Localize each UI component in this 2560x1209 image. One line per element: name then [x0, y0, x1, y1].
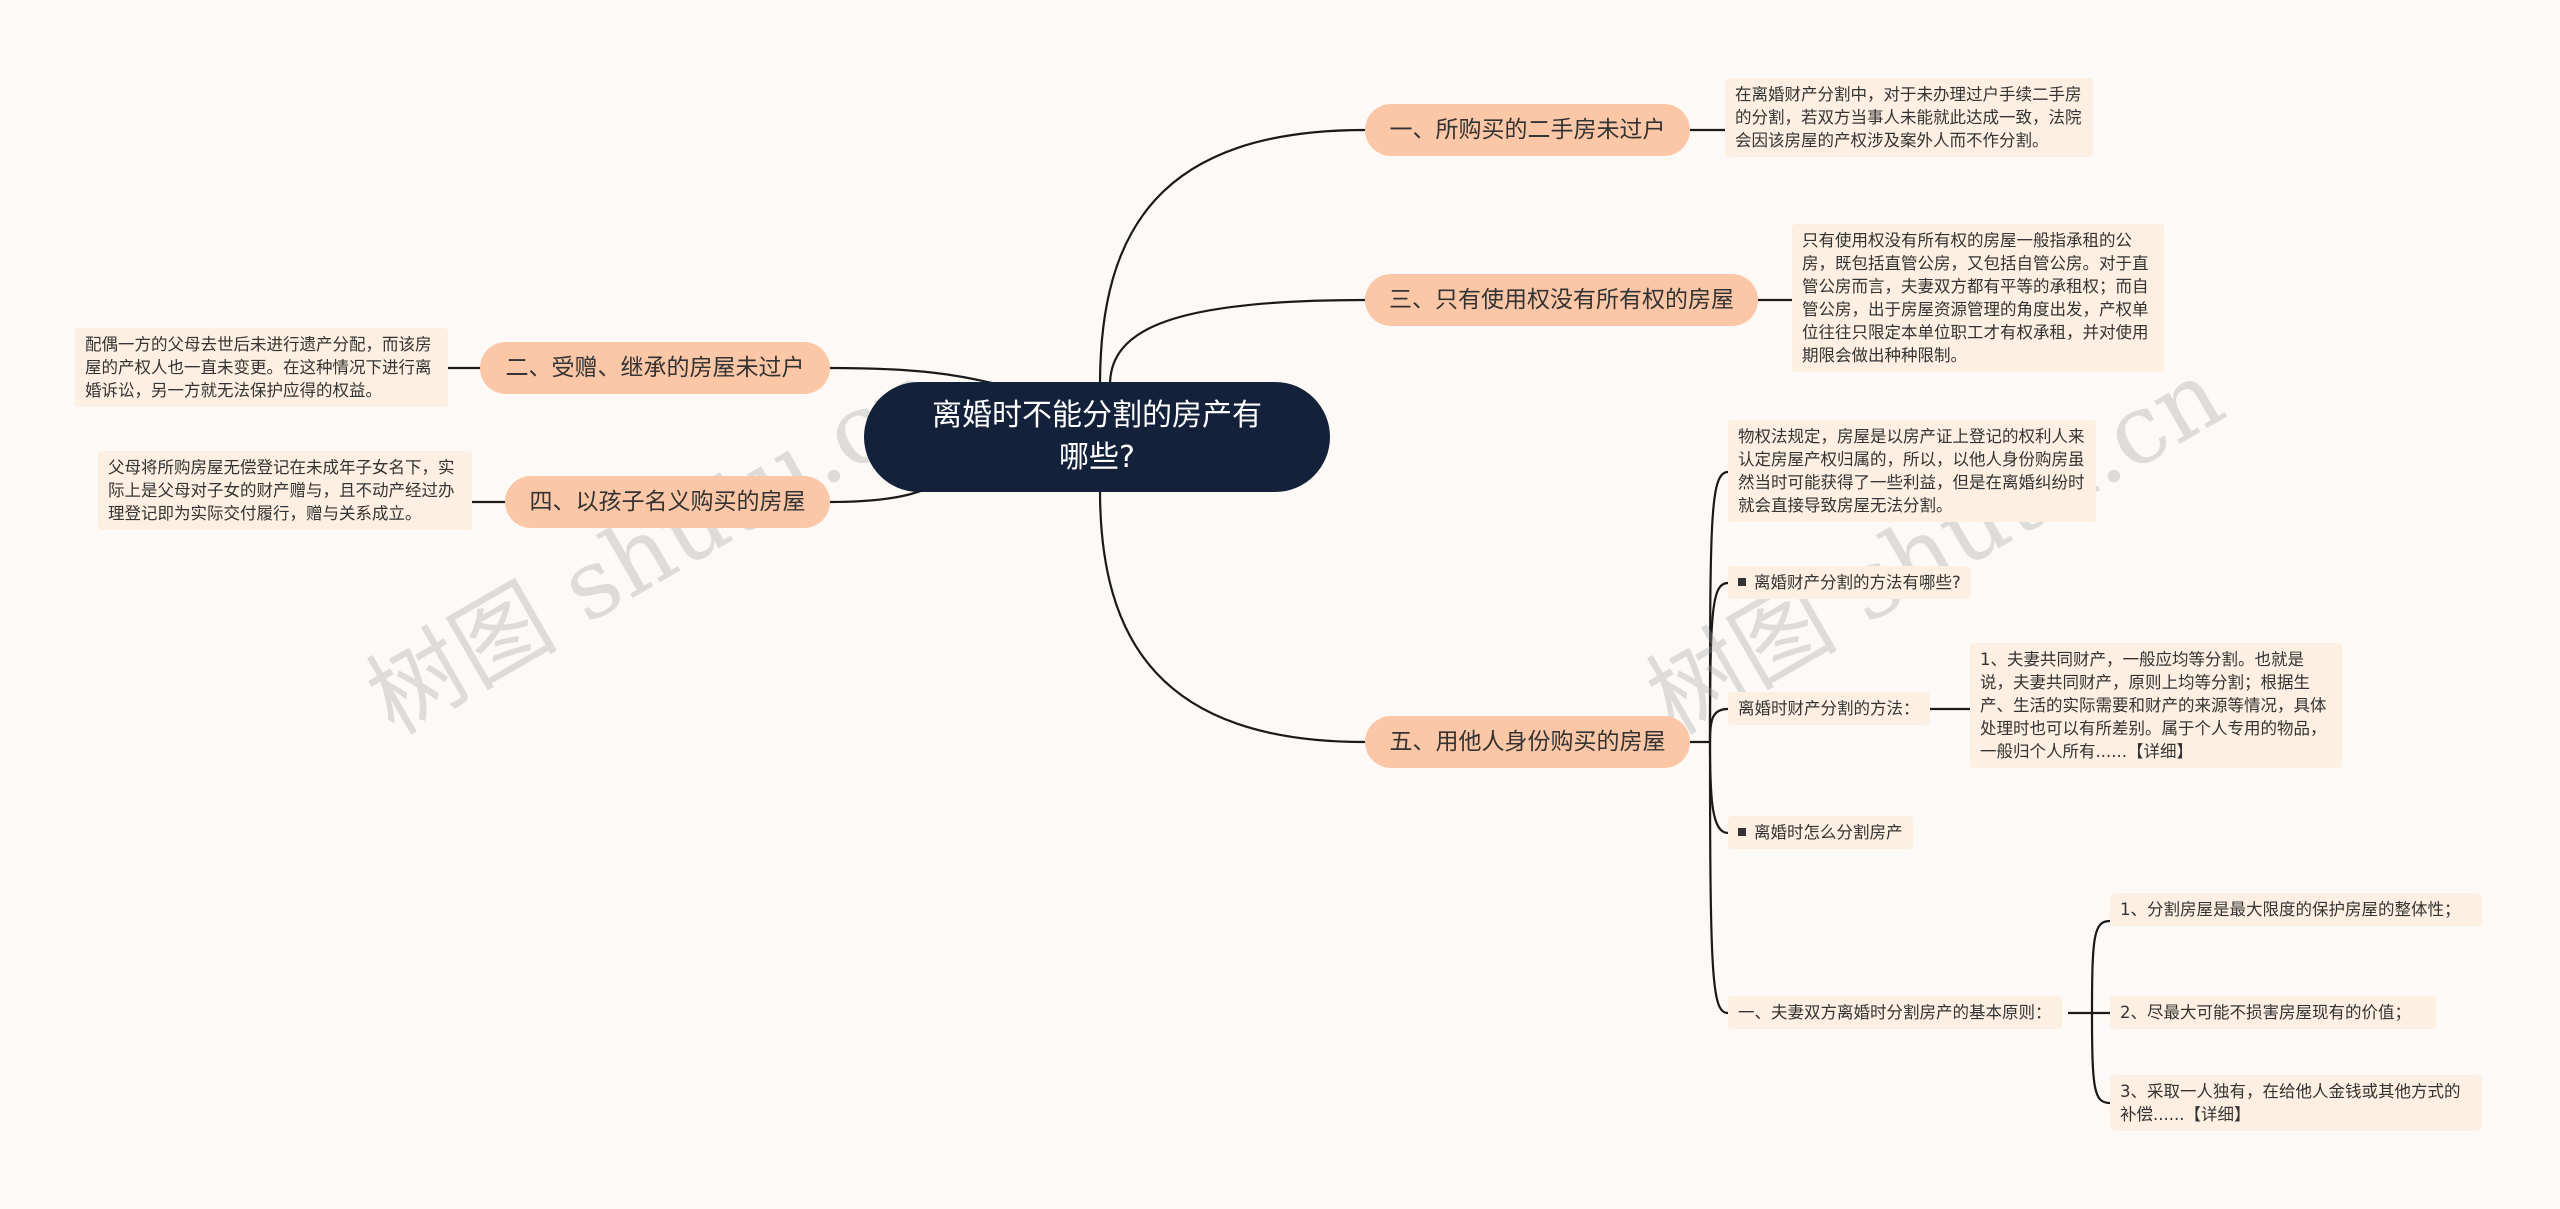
- principle-item-2: 2、尽最大可能不损害房屋现有的价值；: [2110, 996, 2436, 1029]
- branch-2-detail-text: 配偶一方的父母去世后未进行遗产分配，而该房屋的产权人也一直未变更。在这种情况下进…: [85, 335, 432, 400]
- root-title: 离婚时不能分割的房产有哪些?: [932, 398, 1262, 475]
- link-b5-s3: [1708, 707, 1729, 743]
- link-root-b3: [1108, 298, 1366, 386]
- branch-1-label: 一、所购买的二手房未过户: [1389, 117, 1666, 143]
- link-root-b5: [1098, 489, 1366, 744]
- method-label-text: 离婚时财产分割的方法：: [1738, 699, 1920, 718]
- branch-2-detail: 配偶一方的父母去世后未进行遗产分配，而该房屋的产权人也一直未变更。在这种情况下进…: [75, 328, 448, 407]
- branch-3-detail: 只有使用权没有所有权的房屋一般指承租的公房，既包括直管公房，又包括自管公房。对于…: [1792, 224, 2164, 372]
- method-detail-text: 1、夫妻共同财产，一般应均等分割。也就是说，夫妻共同财产，原则上均等分割；根据生…: [1980, 650, 2327, 761]
- link-principle-1: [2090, 919, 2111, 1014]
- principle-label-text: 一、夫妻双方离婚时分割房产的基本原则：: [1738, 1003, 2052, 1022]
- link-principle-3: [2090, 1012, 2111, 1105]
- branch-5-principle-label[interactable]: 一、夫妻双方离婚时分割房产的基本原则：: [1728, 996, 2062, 1029]
- branch-3-detail-text: 只有使用权没有所有权的房屋一般指承租的公房，既包括直管公房，又包括自管公房。对于…: [1802, 231, 2149, 365]
- branch-5[interactable]: 五、用他人身份购买的房屋: [1365, 716, 1690, 768]
- branch-5-label: 五、用他人身份购买的房屋: [1389, 729, 1666, 755]
- square-bullet-icon: [1738, 827, 1746, 836]
- link-root-b1: [1098, 128, 1366, 386]
- link-b5-s5: [1708, 741, 1729, 1015]
- branch-1-detail: 在离婚财产分割中，对于未办理过户手续二手房的分割，若双方当事人未能就此达成一致，…: [1725, 78, 2093, 157]
- branch-5-detail-text: 物权法规定，房屋是以房产证上登记的权利人来认定房屋产权归属的，所以，以他人身份购…: [1738, 427, 2085, 515]
- method-detail: 1、夫妻共同财产，一般应均等分割。也就是说，夫妻共同财产，原则上均等分割；根据生…: [1970, 643, 2342, 768]
- branch-4-label: 四、以孩子名义购买的房屋: [529, 489, 806, 515]
- link-b5-s4: [1708, 741, 1729, 835]
- question-2-text: 离婚时怎么分割房产: [1754, 823, 1903, 842]
- branch-4-detail: 父母将所购房屋无偿登记在未成年子女名下，实际上是父母对子女的财产赠与，且不动产经…: [98, 451, 472, 530]
- principle-3-text: 3、采取一人独有，在给他人金钱或其他方式的补偿......【详细】: [2120, 1082, 2461, 1124]
- branch-4-detail-text: 父母将所购房屋无偿登记在未成年子女名下，实际上是父母对子女的财产赠与，且不动产经…: [108, 458, 455, 523]
- branch-4[interactable]: 四、以孩子名义购买的房屋: [505, 476, 830, 528]
- principle-item-1: 1、分割房屋是最大限度的保护房屋的整体性；: [2110, 893, 2482, 926]
- principle-2-text: 2、尽最大可能不损害房屋现有的价值；: [2120, 1003, 2411, 1022]
- principle-1-text: 1、分割房屋是最大限度的保护房屋的整体性；: [2120, 900, 2461, 919]
- branch-2[interactable]: 二、受赠、继承的房屋未过户: [480, 342, 830, 394]
- branch-5-question-2[interactable]: 离婚时怎么分割房产: [1728, 816, 1913, 849]
- branch-5-method-label[interactable]: 离婚时财产分割的方法：: [1728, 692, 1930, 725]
- branch-1-detail-text: 在离婚财产分割中，对于未办理过户手续二手房的分割，若双方当事人未能就此达成一致，…: [1735, 85, 2082, 150]
- branch-5-question-1[interactable]: 离婚财产分割的方法有哪些?: [1728, 566, 1971, 599]
- branch-2-label: 二、受赠、继承的房屋未过户: [505, 355, 805, 381]
- root-node[interactable]: 离婚时不能分割的房产有哪些?: [864, 382, 1330, 492]
- question-1-text: 离婚财产分割的方法有哪些?: [1754, 573, 1961, 592]
- branch-3-label: 三、只有使用权没有所有权的房屋: [1389, 287, 1734, 313]
- branch-5-detail: 物权法规定，房屋是以房产证上登记的权利人来认定房屋产权归属的，所以，以他人身份购…: [1728, 420, 2096, 522]
- branch-1[interactable]: 一、所购买的二手房未过户: [1365, 104, 1690, 156]
- branch-3[interactable]: 三、只有使用权没有所有权的房屋: [1365, 274, 1758, 326]
- principle-item-3: 3、采取一人独有，在给他人金钱或其他方式的补偿......【详细】: [2110, 1075, 2482, 1131]
- link-b5-s2: [1708, 581, 1729, 743]
- link-root-b2: [829, 366, 1001, 387]
- square-bullet-icon: [1738, 577, 1746, 586]
